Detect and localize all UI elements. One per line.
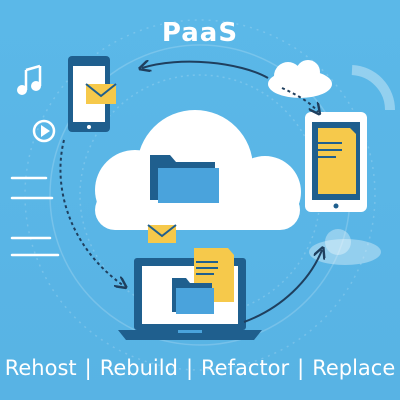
arrow-right-down [281, 87, 318, 112]
migration-strategies: Rehost | Rebuild | Refactor | Replace [0, 340, 400, 396]
music-note-icon [17, 64, 42, 95]
decor-arc [351, 65, 396, 111]
separator: | [185, 356, 194, 380]
envelope-icon [147, 224, 177, 243]
arrows [59, 62, 322, 323]
tablet-icon [305, 112, 367, 212]
page-title: PaaS [161, 18, 239, 48]
arrow-bottom-right [243, 250, 322, 323]
strategy-replace: Replace [312, 356, 396, 380]
small-cloud-icon [268, 60, 332, 98]
envelope-icon [85, 83, 117, 104]
folder-icon [150, 155, 219, 203]
text-lines-decor [10, 176, 60, 257]
play-button-icon [32, 119, 56, 143]
strategy-refactor: Refactor [201, 356, 290, 380]
arrow-left-down [59, 139, 124, 286]
arrow-top [142, 62, 269, 79]
separator: | [297, 356, 305, 380]
strategy-rehost: Rehost [4, 356, 77, 380]
folder-icon [172, 278, 214, 314]
strategy-rebuild: Rebuild [99, 356, 178, 380]
separator: | [84, 356, 92, 380]
faint-cloud-icon [309, 229, 381, 265]
